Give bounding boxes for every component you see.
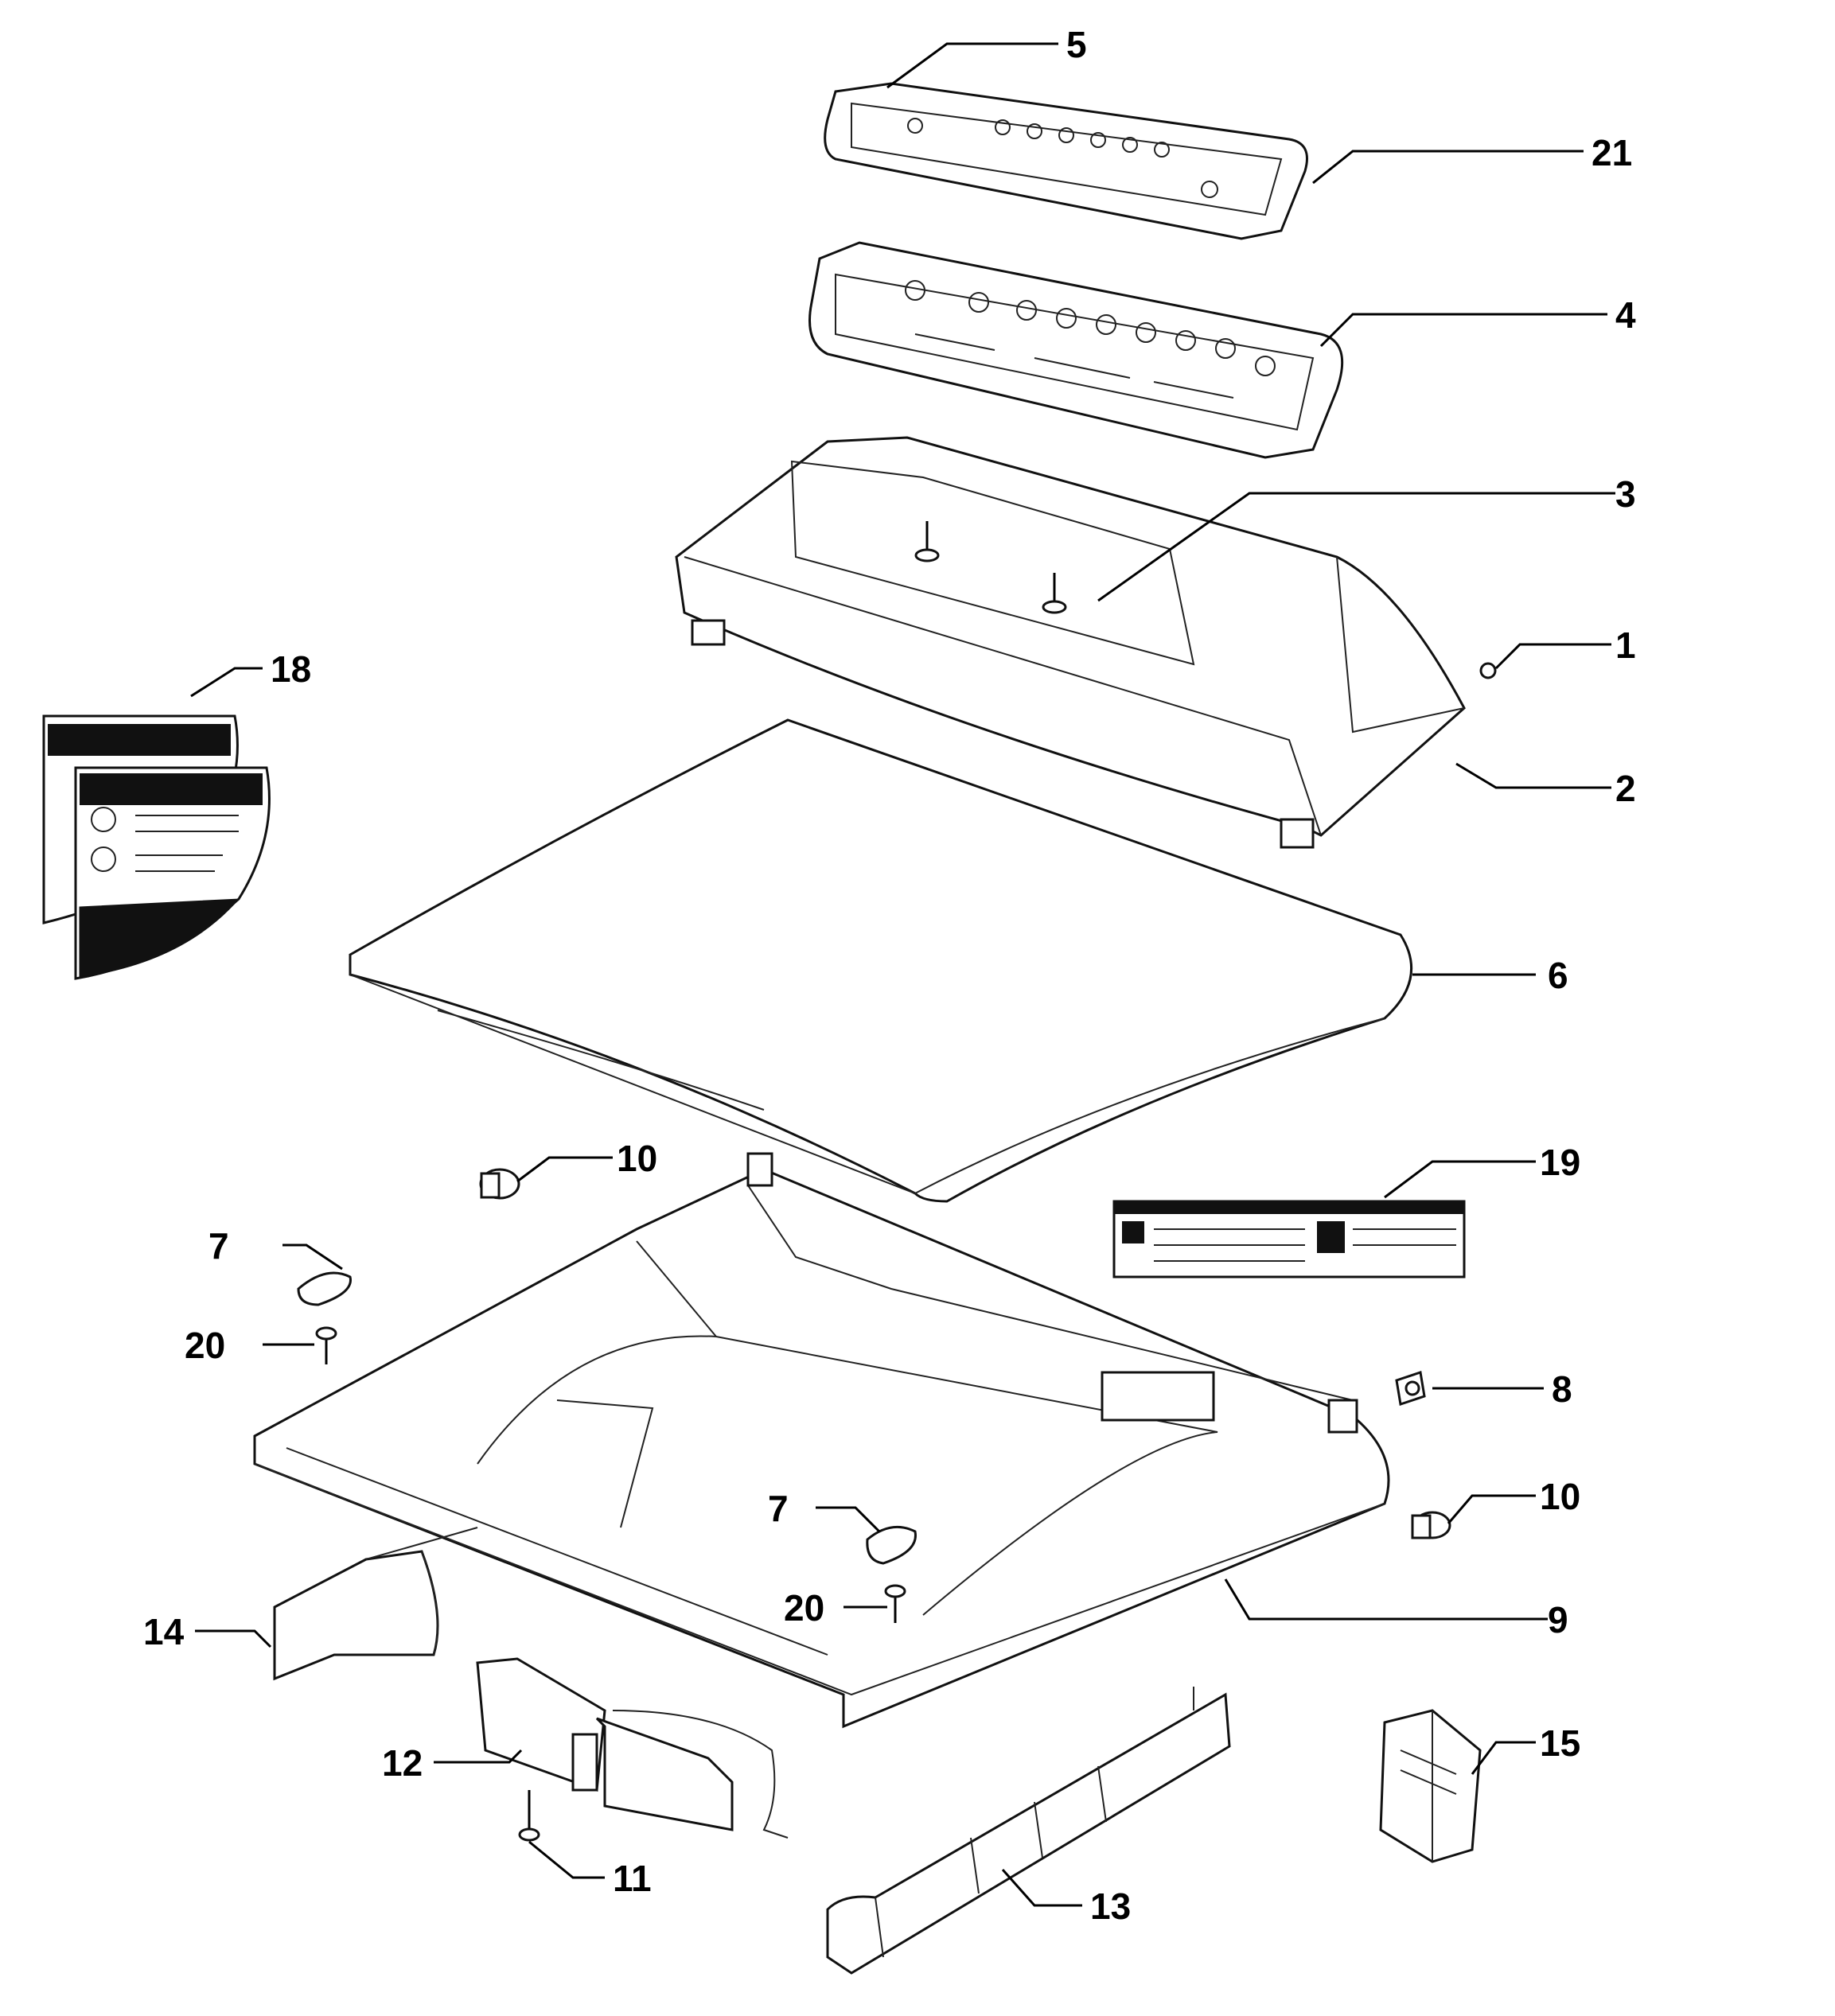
part-screws-3 <box>914 521 1067 614</box>
part-top-panel <box>253 1152 1390 1729</box>
callout-label: 7 <box>208 1225 229 1267</box>
callout-label: 15 <box>1540 1722 1580 1764</box>
callout-label: 10 <box>617 1138 657 1179</box>
leader-lines <box>190 42 1615 1907</box>
part-clip-10b <box>1411 1511 1451 1539</box>
callout-label: 6 <box>1548 955 1568 996</box>
callout-labels: 5 21 4 3 18 1 2 6 10 19 7 20 8 10 7 20 9… <box>143 24 1636 1927</box>
part-cap-7a <box>297 1271 352 1306</box>
part-warning-label <box>1112 1200 1466 1278</box>
part-manual-15 <box>1379 1709 1482 1863</box>
callout-label: 2 <box>1615 768 1636 809</box>
part-console-housing <box>675 436 1497 849</box>
part-console-frame <box>808 241 1344 459</box>
callout-label: 8 <box>1552 1368 1572 1410</box>
part-screw-20b <box>884 1584 906 1623</box>
callout-label: 21 <box>1592 132 1632 173</box>
part-console-overlay <box>824 82 1308 240</box>
callout-label: 11 <box>613 1858 652 1899</box>
callout-label: 18 <box>271 648 311 690</box>
callout-label: 9 <box>1548 1599 1568 1640</box>
part-cap-7b <box>866 1525 917 1565</box>
callout-label: 7 <box>768 1488 789 1529</box>
callout-label: 1 <box>1615 625 1636 666</box>
callout-label: 4 <box>1615 294 1636 336</box>
callout-label: 10 <box>1540 1476 1580 1517</box>
part-screw-20a <box>315 1326 337 1364</box>
callout-label: 14 <box>143 1611 185 1652</box>
part-rear-trim-13 <box>826 1687 1231 1975</box>
callout-label: 13 <box>1090 1886 1131 1927</box>
part-clip-10a <box>479 1168 520 1200</box>
callout-label: 3 <box>1615 473 1636 515</box>
callout-label: 20 <box>784 1587 824 1629</box>
callout-label: 5 <box>1066 24 1087 65</box>
part-instruction-labels <box>42 714 271 980</box>
part-lid-lock-12 <box>476 1657 789 1839</box>
part-bracket-14 <box>273 1527 478 1681</box>
callout-label: 12 <box>382 1742 423 1784</box>
part-lid <box>349 718 1413 1203</box>
callout-label: 19 <box>1540 1142 1580 1183</box>
part-screw-1 <box>1479 662 1497 679</box>
callout-label: 20 <box>185 1325 225 1366</box>
part-hinge-8 <box>1395 1371 1426 1406</box>
part-screw-11 <box>518 1790 540 1842</box>
